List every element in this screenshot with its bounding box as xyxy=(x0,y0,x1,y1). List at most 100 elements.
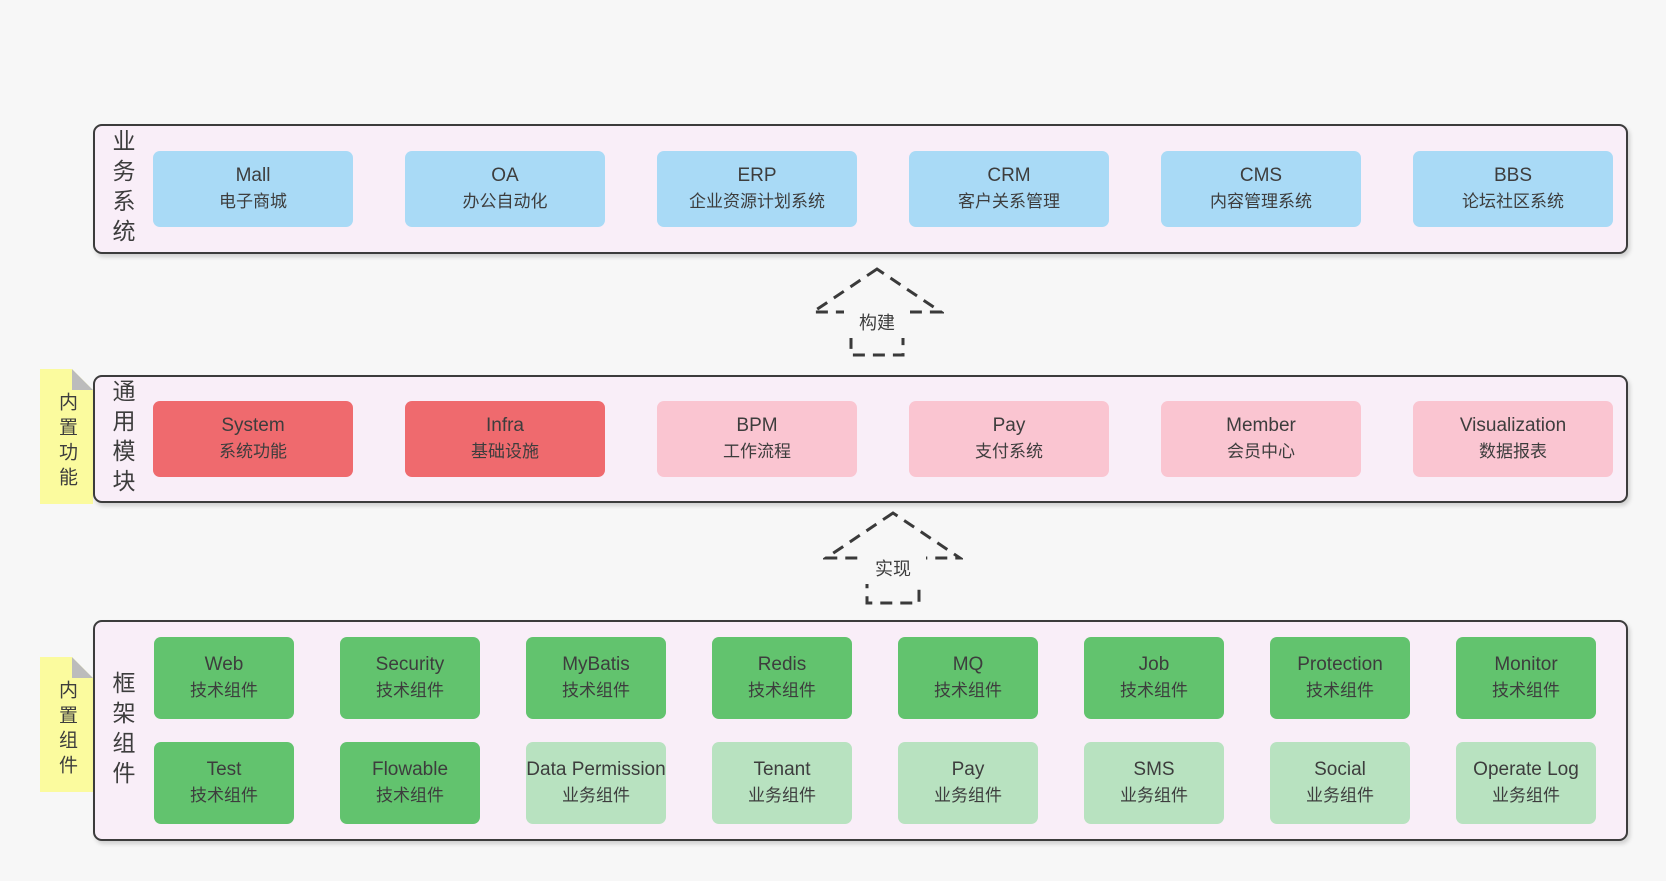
card-test: Test 技术组件 xyxy=(154,742,294,824)
card-operate-log: Operate Log 业务组件 xyxy=(1456,742,1596,824)
card-protection: Protection 技术组件 xyxy=(1270,637,1410,719)
card-title: Social xyxy=(1314,759,1366,781)
arrow-label-implement: 实现 xyxy=(860,552,926,584)
card-system: System 系统功能 xyxy=(153,401,353,477)
dashed-arrow-up-build-icon xyxy=(810,266,944,358)
card-subtitle: 业务组件 xyxy=(562,786,630,806)
card-sms: SMS 业务组件 xyxy=(1084,742,1224,824)
card-title: Mall xyxy=(235,165,271,187)
card-crm: CRM 客户关系管理 xyxy=(909,151,1109,227)
card-erp: ERP 企业资源计划系统 xyxy=(657,151,857,227)
card-tenant: Tenant 业务组件 xyxy=(712,742,852,824)
card-title: Operate Log xyxy=(1473,759,1579,781)
section-framework-components: 框架组件 Web 技术组件 Security 技术组件 MyBatis 技术组件… xyxy=(93,620,1628,841)
card-subtitle: 支付系统 xyxy=(975,442,1043,462)
card-title: Tenant xyxy=(753,759,811,781)
card-monitor: Monitor 技术组件 xyxy=(1456,637,1596,719)
section-label-common-modules: 通用模块 xyxy=(109,379,135,499)
card-mq: MQ 技术组件 xyxy=(898,637,1038,719)
card-subtitle: 技术组件 xyxy=(934,681,1002,701)
card-subtitle: 会员中心 xyxy=(1227,442,1295,462)
sticky-note-built-in-features: 内置功能 xyxy=(40,369,93,504)
card-title: System xyxy=(221,415,285,437)
card-title: BBS xyxy=(1493,165,1533,187)
card-subtitle: 技术组件 xyxy=(1306,681,1374,701)
section-label-framework-components: 框架组件 xyxy=(109,670,135,791)
card-subtitle: 技术组件 xyxy=(748,681,816,701)
card-subtitle: 技术组件 xyxy=(1120,681,1188,701)
card-social: Social 业务组件 xyxy=(1270,742,1410,824)
card-mybatis: MyBatis 技术组件 xyxy=(526,637,666,719)
card-title: Monitor xyxy=(1494,654,1558,676)
card-subtitle: 技术组件 xyxy=(190,681,258,701)
card-subtitle: 电子商城 xyxy=(219,192,287,212)
card-subtitle: 工作流程 xyxy=(723,442,791,462)
card-title: Security xyxy=(375,654,445,676)
card-security: Security 技术组件 xyxy=(340,637,480,719)
card-title: Member xyxy=(1226,415,1296,437)
card-title: Pay xyxy=(951,759,985,781)
card-title: SMS xyxy=(1133,759,1175,781)
card-title: CMS xyxy=(1239,165,1283,187)
card-title: ERP xyxy=(737,165,777,187)
card-title: Web xyxy=(204,654,244,676)
card-subtitle: 基础设施 xyxy=(471,442,539,462)
card-bbs: BBS 论坛社区系统 xyxy=(1413,151,1613,227)
card-infra: Infra 基础设施 xyxy=(405,401,605,477)
arrow-label-build: 构建 xyxy=(844,306,910,338)
card-member: Member 会员中心 xyxy=(1161,401,1361,477)
note-label: 内置组件 xyxy=(56,680,77,780)
framework-cards-rows: Web 技术组件 Security 技术组件 MyBatis 技术组件 Redi… xyxy=(154,637,1596,824)
card-title: Pay xyxy=(992,415,1026,437)
card-subtitle: 客户关系管理 xyxy=(958,192,1060,212)
note-fold-icon xyxy=(72,369,93,390)
card-subtitle: 技术组件 xyxy=(562,681,630,701)
card-subtitle: 内容管理系统 xyxy=(1210,192,1312,212)
card-bpm: BPM 工作流程 xyxy=(657,401,857,477)
card-title: BPM xyxy=(736,415,778,437)
card-subtitle: 技术组件 xyxy=(376,786,444,806)
card-title: MQ xyxy=(952,654,984,676)
framework-cards-row-2: Test 技术组件 Flowable 技术组件 Data Permission … xyxy=(154,742,1596,824)
card-subtitle: 业务组件 xyxy=(934,786,1002,806)
card-subtitle: 技术组件 xyxy=(376,681,444,701)
card-subtitle: 业务组件 xyxy=(1120,786,1188,806)
card-subtitle: 业务组件 xyxy=(1492,786,1560,806)
card-subtitle: 数据报表 xyxy=(1479,442,1547,462)
card-title: Visualization xyxy=(1459,415,1567,437)
section-common-modules: 通用模块 System 系统功能 Infra 基础设施 BPM 工作流程 Pay… xyxy=(93,375,1628,503)
card-mall: Mall 电子商城 xyxy=(153,151,353,227)
card-title: Redis xyxy=(757,654,807,676)
card-subtitle: 系统功能 xyxy=(219,442,287,462)
card-subtitle: 业务组件 xyxy=(1306,786,1374,806)
card-subtitle: 技术组件 xyxy=(190,786,258,806)
business-cards-row: Mall 电子商城 OA 办公自动化 ERP 企业资源计划系统 CRM 客户关系… xyxy=(153,151,1613,227)
card-title: Test xyxy=(206,759,242,781)
section-label-business-systems: 业务系统 xyxy=(109,129,135,249)
card-title: Job xyxy=(1138,654,1170,676)
card-subtitle: 办公自动化 xyxy=(462,192,548,212)
card-title: CRM xyxy=(987,165,1031,187)
section-business-systems: 业务系统 Mall 电子商城 OA 办公自动化 ERP 企业资源计划系统 CRM… xyxy=(93,124,1628,254)
card-data-permission: Data Permission 业务组件 xyxy=(526,742,666,824)
card-pay-module: Pay 支付系统 xyxy=(909,401,1109,477)
card-title: Data Permission xyxy=(526,759,666,781)
card-title: Infra xyxy=(485,415,525,437)
card-pay-component: Pay 业务组件 xyxy=(898,742,1038,824)
card-title: MyBatis xyxy=(562,654,630,676)
dashed-arrow-up-implement-icon xyxy=(823,510,963,606)
card-subtitle: 论坛社区系统 xyxy=(1462,192,1564,212)
card-flowable: Flowable 技术组件 xyxy=(340,742,480,824)
card-title: Protection xyxy=(1297,654,1383,676)
card-web: Web 技术组件 xyxy=(154,637,294,719)
note-label: 内置功能 xyxy=(56,392,77,492)
card-title: Flowable xyxy=(371,759,449,781)
card-redis: Redis 技术组件 xyxy=(712,637,852,719)
card-oa: OA 办公自动化 xyxy=(405,151,605,227)
card-visualization: Visualization 数据报表 xyxy=(1413,401,1613,477)
sticky-note-built-in-components: 内置组件 xyxy=(40,657,93,792)
framework-cards-row-1: Web 技术组件 Security 技术组件 MyBatis 技术组件 Redi… xyxy=(154,637,1596,719)
module-cards-row: System 系统功能 Infra 基础设施 BPM 工作流程 Pay 支付系统… xyxy=(153,401,1613,477)
card-subtitle: 技术组件 xyxy=(1492,681,1560,701)
